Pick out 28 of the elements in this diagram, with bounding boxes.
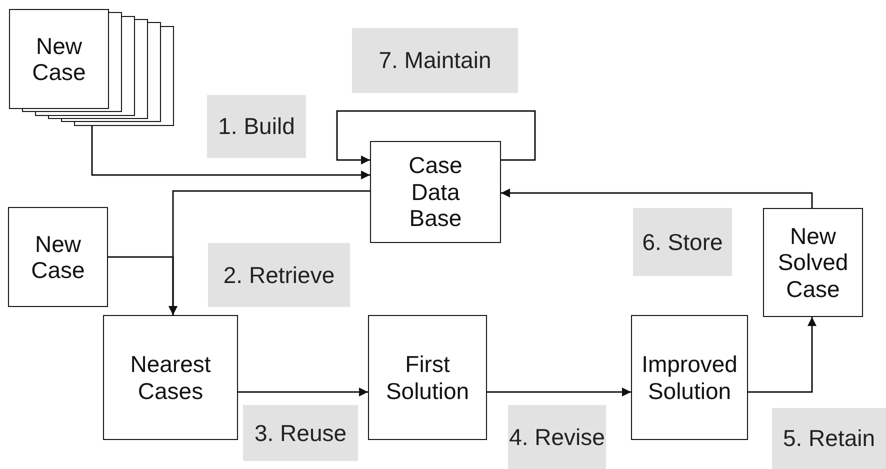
process-box [8,207,108,307]
node-text: Nearest Cases [129,351,212,404]
process-box [370,141,501,243]
arrow [108,256,178,315]
arrow [336,110,536,164]
process-box [631,315,748,440]
arrow [748,317,816,393]
node-text: Case Data Base [408,152,464,232]
node-text: New Solved Case [776,222,850,302]
edge-label: 5. Retain [772,408,886,469]
document-stack [9,9,175,126]
edge-label: 2. Retrieve [208,243,350,307]
edge-label: 4. Revise [508,405,606,469]
edge-label: 6. Store [633,208,732,276]
process-box [368,315,487,440]
edge-label: 3. Reuse [243,405,358,461]
arrow [501,188,813,208]
process-box [763,208,863,317]
edge-label: 1. Build [207,95,306,158]
node-text: New Case [30,230,86,284]
node-text: Improved Solution [640,351,738,404]
arrow [487,388,631,396]
edge-label: 7. Maintain [352,28,518,93]
arrow [91,125,370,180]
arrow [238,388,368,396]
node-text: First Solution [384,351,470,404]
process-box [103,315,238,440]
node-text: New Case [31,32,87,86]
